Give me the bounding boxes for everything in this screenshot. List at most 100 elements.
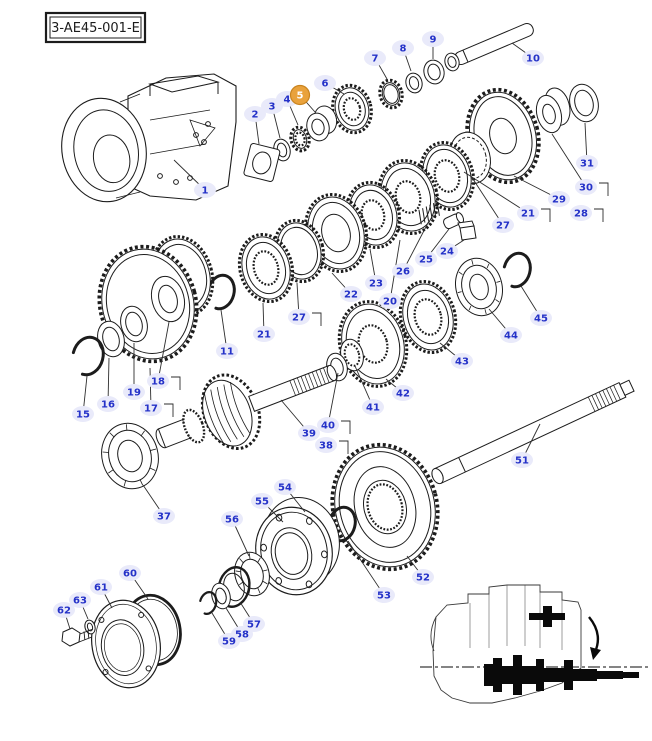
callout-9[interactable]: 9 [422, 31, 444, 47]
reference-number-text: 3-AE45-001-E [51, 21, 140, 36]
part-washer-63 [84, 619, 96, 635]
callout-45[interactable]: 45 [530, 310, 552, 326]
callout-21[interactable]: 21 [253, 326, 275, 342]
callout-54[interactable]: 54 [274, 479, 296, 495]
leader-line-30 [551, 133, 587, 188]
callout-17[interactable]: 17 [140, 400, 162, 416]
callout-2[interactable]: 2 [244, 106, 266, 122]
part-ring-8 [405, 72, 423, 94]
group-bracket-28 [594, 208, 604, 222]
leader-line-26 [402, 220, 430, 272]
part-plate-2 [243, 142, 281, 182]
callout-25[interactable]: 25 [415, 251, 437, 267]
callout-44[interactable]: 44 [500, 327, 522, 343]
callout-31[interactable]: 31 [576, 155, 598, 171]
leader-line-18 [157, 321, 170, 382]
part-bushing-18 [150, 275, 186, 323]
svg-text:17: 17 [144, 404, 158, 415]
callout-38[interactable]: 38 [315, 437, 337, 453]
svg-text:22: 22 [344, 290, 358, 301]
part-snap-ring-45 [502, 251, 532, 289]
callout-51[interactable]: 51 [511, 452, 533, 468]
group-bracket-21 [541, 208, 551, 222]
callout-62[interactable]: 62 [53, 602, 75, 618]
callout-40[interactable]: 40 [317, 417, 339, 433]
part-bearing-44 [455, 257, 503, 317]
callout-5-highlighted[interactable]: 5 [289, 84, 311, 106]
callout-61[interactable]: 61 [90, 579, 112, 595]
callout-55[interactable]: 55 [251, 493, 273, 509]
svg-text:15: 15 [76, 410, 90, 421]
callout-8[interactable]: 8 [392, 40, 414, 56]
callout-6[interactable]: 6 [314, 75, 336, 91]
callout-39[interactable]: 39 [298, 425, 320, 441]
svg-text:1: 1 [202, 186, 209, 197]
svg-text:18: 18 [151, 377, 165, 388]
group-bracket-18 [171, 376, 181, 390]
callout-53[interactable]: 53 [373, 587, 395, 603]
callout-27[interactable]: 27 [492, 217, 514, 233]
callout-24[interactable]: 24 [436, 243, 458, 259]
callout-52[interactable]: 52 [412, 569, 434, 585]
svg-text:9: 9 [430, 35, 437, 46]
svg-text:62: 62 [57, 606, 71, 617]
group-bracket-30 [599, 182, 609, 196]
svg-text:40: 40 [321, 421, 335, 432]
svg-text:6: 6 [322, 79, 329, 90]
svg-text:27: 27 [292, 313, 306, 324]
part-gear-43 [398, 280, 458, 354]
callout-1[interactable]: 1 [194, 182, 216, 198]
svg-text:10: 10 [526, 54, 540, 65]
svg-text:37: 37 [157, 512, 171, 523]
part-collar-5 [306, 105, 338, 142]
part-bearing-37 [101, 422, 159, 490]
callout-16[interactable]: 16 [97, 396, 119, 412]
part-cover-plate-61 [91, 599, 161, 689]
callout-37[interactable]: 37 [153, 508, 175, 524]
callout-41[interactable]: 41 [362, 399, 384, 415]
part-collar-30 [535, 87, 571, 134]
group-bracket-17 [164, 403, 174, 417]
svg-text:20: 20 [383, 297, 397, 308]
part-housing-1 [61, 73, 237, 203]
svg-text:60: 60 [123, 569, 137, 580]
callout-20[interactable]: 20 [379, 293, 401, 309]
part-output-shaft-51 [431, 379, 635, 485]
part-gear-4 [289, 125, 311, 153]
callout-23[interactable]: 23 [365, 275, 387, 291]
callout-27[interactable]: 27 [288, 309, 310, 325]
callout-29[interactable]: 29 [548, 191, 570, 207]
svg-text:28: 28 [574, 209, 588, 220]
svg-text:3: 3 [269, 102, 276, 113]
inset-gearbox-location-diagram [420, 584, 650, 704]
callout-19[interactable]: 19 [123, 384, 145, 400]
svg-text:43: 43 [455, 357, 469, 368]
part-ring-31 [569, 83, 599, 123]
callout-18[interactable]: 18 [147, 373, 169, 389]
callout-43[interactable]: 43 [451, 353, 473, 369]
svg-text:25: 25 [419, 255, 433, 266]
part-snap-ring-59 [198, 591, 218, 615]
svg-text:54: 54 [278, 483, 292, 494]
callout-10[interactable]: 10 [522, 50, 544, 66]
svg-text:7: 7 [372, 54, 379, 65]
callout-56[interactable]: 56 [221, 511, 243, 527]
callout-11[interactable]: 11 [216, 343, 238, 359]
callout-60[interactable]: 60 [119, 565, 141, 581]
callout-63[interactable]: 63 [69, 592, 91, 608]
svg-text:23: 23 [369, 279, 383, 290]
callout-28[interactable]: 28 [570, 205, 592, 221]
callout-59[interactable]: 59 [218, 633, 240, 649]
callout-42[interactable]: 42 [392, 385, 414, 401]
svg-text:19: 19 [127, 388, 141, 399]
callout-21[interactable]: 21 [517, 205, 539, 221]
callout-22[interactable]: 22 [340, 286, 362, 302]
svg-text:8: 8 [400, 44, 407, 55]
callout-30[interactable]: 30 [575, 179, 597, 195]
callout-15[interactable]: 15 [72, 406, 94, 422]
callout-26[interactable]: 26 [392, 263, 414, 279]
svg-text:16: 16 [101, 400, 115, 411]
callout-7[interactable]: 7 [364, 50, 386, 66]
svg-text:53: 53 [377, 591, 391, 602]
